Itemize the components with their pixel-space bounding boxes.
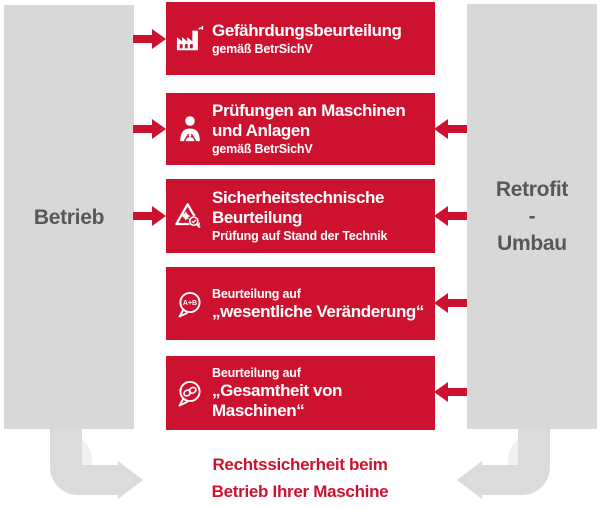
box-text: Gefährdungsbeurteilung gemäß BetrSichV — [212, 21, 408, 57]
box-pre-label: Beurteilung auf — [212, 366, 301, 380]
box-title: Prüfungen an Maschinen und Anlagen — [212, 101, 406, 140]
betrieb-label: Betrieb — [33, 205, 105, 229]
box-pre-label: Beurteilung auf — [212, 286, 301, 301]
retrofit-umbau-label: Retrofit - Umbau — [495, 176, 569, 257]
arrow-betrieb-to-box1 — [133, 29, 166, 49]
factory-icon — [172, 25, 208, 53]
caption-line-2: Betrieb Ihrer Maschine — [211, 482, 389, 501]
box-sub-label: gemäß BetrSichV — [212, 142, 313, 156]
box-title: Gefährdungsbeurteilung — [212, 20, 402, 40]
box-sub-label: Prüfung auf Stand der Technik — [212, 229, 388, 243]
box-gesamtheit-von-maschinen: Beurteilung auf „Gesamtheit von Maschine… — [166, 356, 435, 430]
arrow-betrieb-to-box3 — [133, 206, 166, 226]
box-title: „Gesamtheit von Maschinen“ — [212, 381, 343, 420]
left-hook-arrow — [50, 429, 143, 499]
box-text: Prüfungen an Maschinen und Anlagen gemäß… — [212, 101, 411, 157]
betrieb-column: Betrieb — [4, 5, 134, 429]
box-text: Beurteilung auf „wesentliche Veränderung… — [212, 286, 430, 322]
caption-line-1: Rechtssicherheit beim — [212, 455, 388, 474]
bottom-caption: Rechtssicherheit beim Betrieb Ihrer Masc… — [146, 451, 454, 505]
chain-link-bubble-icon — [172, 379, 208, 407]
retrofit-umbau-column: Retrofit - Umbau — [467, 4, 597, 429]
arrow-retrofit-to-box5 — [434, 382, 467, 402]
umbau-line: Umbau — [497, 232, 567, 255]
box-gefaehrdungsbeurteilung: Gefährdungsbeurteilung gemäß BetrSichV — [166, 2, 435, 75]
box-title: „wesentliche Veränderung“ — [212, 301, 425, 321]
arrow-betrieb-to-box2 — [133, 119, 166, 139]
box-text: Beurteilung auf „Gesamtheit von Maschine… — [212, 365, 435, 421]
box-title: Sicherheitstechnische Beurteilung — [212, 188, 385, 227]
speech-bubble-ab-icon: A+B — [172, 290, 208, 318]
arrow-retrofit-to-box2 — [434, 119, 467, 139]
dash-line: - — [528, 205, 536, 228]
box-wesentliche-veraenderung: A+B Beurteilung auf „wesentliche Verände… — [166, 267, 435, 340]
box-text: Sicherheitstechnische Beurteilung Prüfun… — [212, 188, 393, 244]
ab-icon-text: A+B — [183, 300, 197, 307]
arrow-retrofit-to-box3 — [434, 206, 467, 226]
box-sicherheitstechnische-beurteilung: Sicherheitstechnische Beurteilung Prüfun… — [166, 179, 435, 253]
box-sub-label: gemäß BetrSichV — [212, 41, 313, 56]
arrow-retrofit-to-box4 — [434, 293, 467, 313]
inspector-icon — [172, 115, 208, 143]
safety-check-icon — [172, 201, 208, 231]
retrofit-line: Retrofit — [495, 178, 569, 201]
box-pruefungen-maschinen: Prüfungen an Maschinen und Anlagen gemäß… — [166, 93, 435, 165]
right-hook-arrow — [457, 429, 550, 499]
